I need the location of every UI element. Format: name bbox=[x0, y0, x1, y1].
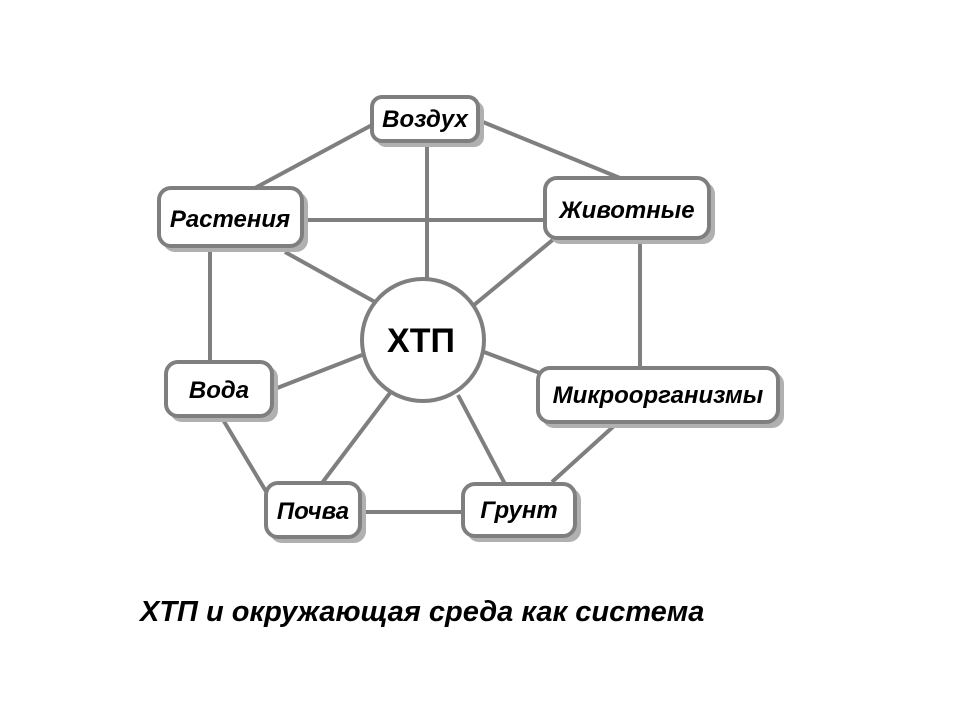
center-node: ХТП bbox=[360, 277, 486, 403]
node-ground: Грунт bbox=[461, 482, 581, 542]
diagram-caption: ХТП и окружающая среда как система bbox=[140, 596, 705, 628]
edge-center-ground bbox=[456, 394, 507, 485]
node-air: Воздух bbox=[370, 95, 484, 147]
edge-air-animals bbox=[477, 118, 621, 180]
node-microorganisms-label: Микроорганизмы bbox=[553, 382, 764, 409]
edges bbox=[208, 118, 642, 514]
center-label: ХТП bbox=[387, 322, 455, 360]
node-plants: Растения bbox=[157, 186, 308, 252]
edge-center-plants bbox=[284, 250, 376, 304]
edge-air-plants bbox=[254, 123, 373, 190]
node-water-label: Вода bbox=[189, 377, 249, 404]
edge-center-water bbox=[271, 353, 363, 392]
node-microorganisms: Микроорганизмы bbox=[536, 366, 784, 428]
node-air-label: Воздух bbox=[382, 106, 469, 133]
node-plants-label: Растения bbox=[170, 206, 290, 233]
edge-center-animals bbox=[472, 236, 557, 307]
node-animals: Животные bbox=[543, 176, 715, 244]
node-soil-label: Почва bbox=[277, 498, 349, 525]
node-water: Вода bbox=[164, 360, 278, 422]
edge-ground-micro bbox=[550, 423, 617, 484]
edge-water-soil bbox=[220, 416, 272, 500]
edge-center-micro bbox=[483, 350, 546, 377]
node-soil: Почва bbox=[264, 481, 366, 543]
node-animals-label: Животные bbox=[557, 197, 694, 224]
edge-center-soil bbox=[320, 391, 392, 485]
node-ground-label: Грунт bbox=[480, 497, 557, 524]
